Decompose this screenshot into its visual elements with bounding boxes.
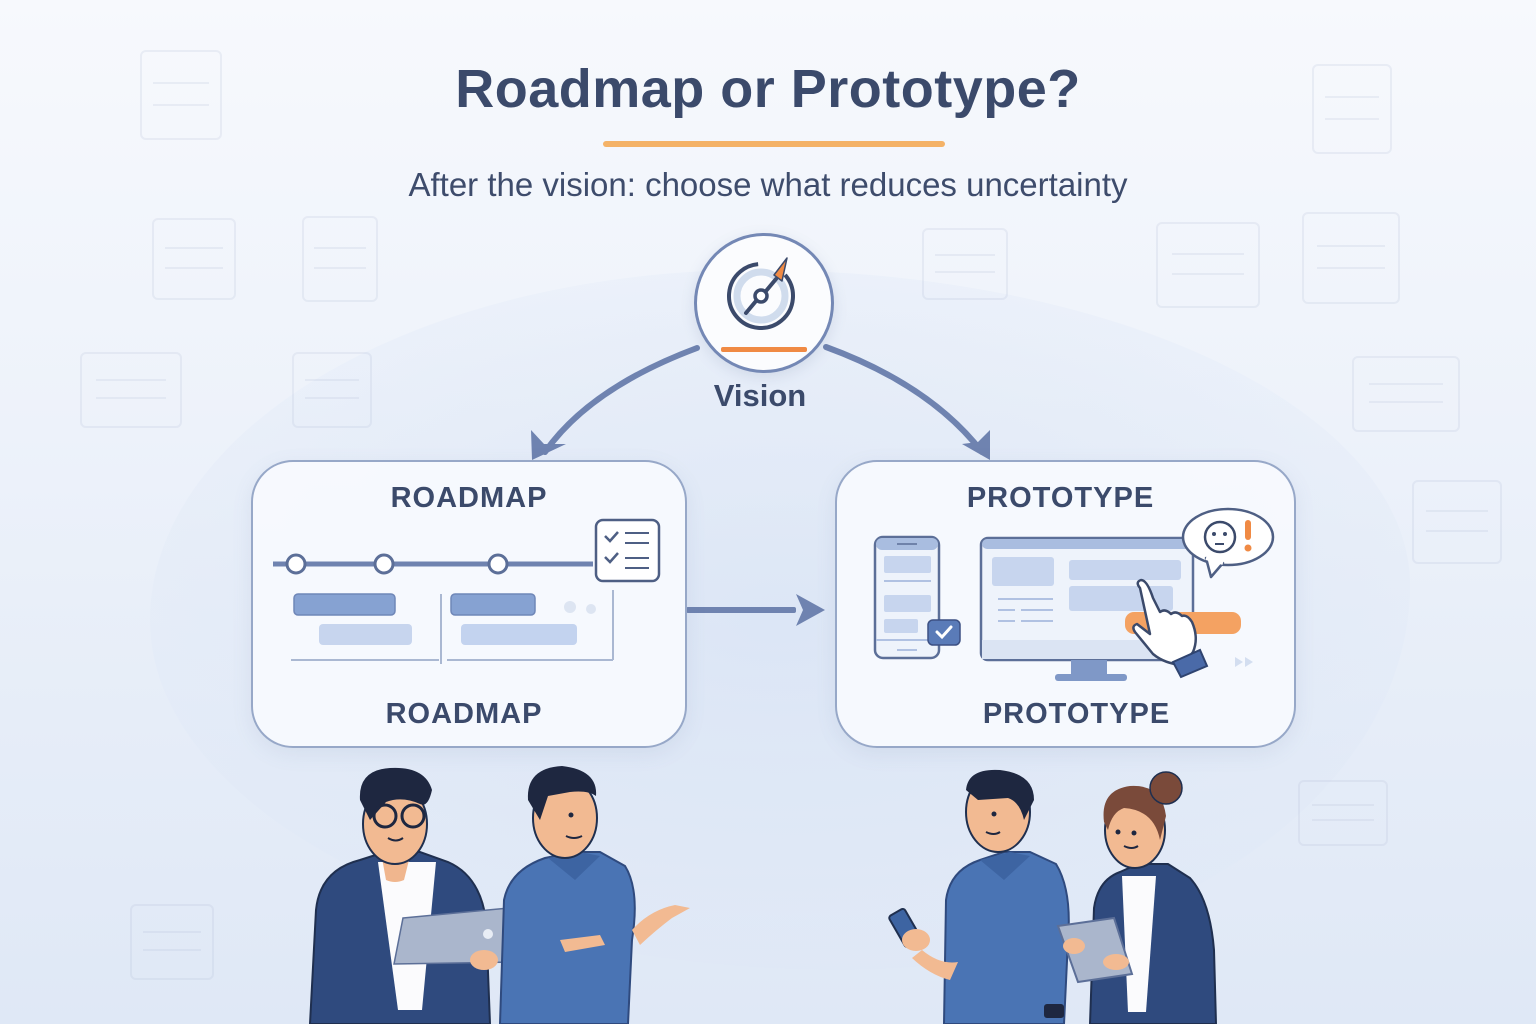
- prototype-illustration: [873, 507, 1275, 681]
- roadmap-card-caption: ROADMAP: [385, 698, 543, 730]
- checkmark-badge-icon: [927, 619, 961, 646]
- vision-node: [694, 233, 834, 373]
- sparkle-icon: [1235, 657, 1243, 667]
- background-document-icon: [1298, 780, 1388, 846]
- vision-label: Vision: [713, 378, 807, 413]
- mobile-phone-icon: [873, 535, 941, 660]
- vision-accent-bar: [721, 347, 807, 352]
- background-document-icon: [1352, 356, 1460, 432]
- prototype-card-caption: PROTOTYPE: [982, 698, 1171, 730]
- background-document-icon: [1312, 64, 1392, 154]
- background-document-icon: [152, 218, 236, 300]
- timeline-icon: [273, 553, 593, 575]
- pointer-hand-icon: [1132, 578, 1209, 679]
- page-title: Roadmap or Prototype?: [455, 59, 1081, 119]
- arrowhead-left-icon: [531, 430, 566, 460]
- title-underline: [603, 141, 945, 147]
- roadmap-card-title: ROADMAP: [390, 482, 548, 514]
- roadmap-card: ROADMAP ROADMAP: [251, 460, 687, 748]
- sparkle-icon: [1245, 657, 1253, 667]
- compass-icon: [727, 257, 795, 330]
- background-document-icon: [140, 50, 222, 140]
- background-document-icon: [292, 352, 372, 428]
- background-document-icon: [130, 904, 214, 980]
- arrowhead-right-icon: [962, 430, 990, 460]
- background-mail-icon: [1156, 222, 1260, 308]
- prototype-card-title: PROTOTYPE: [966, 482, 1155, 514]
- prototype-card: PROTOTYPE: [835, 460, 1296, 748]
- background-document-icon: [302, 216, 378, 302]
- background-document-icon: [922, 228, 1008, 300]
- background-chart-icon: [80, 352, 182, 428]
- roadmap-illustration: [273, 518, 661, 664]
- gantt-bars-icon: [291, 590, 614, 664]
- arrow-roadmap-to-prototype-icon: [686, 594, 825, 626]
- arrow-vision-to-roadmap-icon: [542, 345, 700, 455]
- person-man-polo-phone: [888, 769, 1070, 1024]
- person-man-polo-gesturing: [498, 766, 690, 1024]
- checklist-icon: [594, 518, 661, 583]
- feedback-speech-bubble-icon: [1181, 507, 1275, 579]
- person-woman-blazer-tablet: [1056, 771, 1218, 1024]
- arrow-vision-to-prototype-icon: [823, 344, 985, 455]
- page-subtitle: After the vision: choose what reduces un…: [408, 166, 1128, 203]
- person-man-glasses-laptop: [308, 767, 531, 1024]
- background-document-icon: [1302, 212, 1400, 304]
- background-document-icon: [1412, 480, 1502, 564]
